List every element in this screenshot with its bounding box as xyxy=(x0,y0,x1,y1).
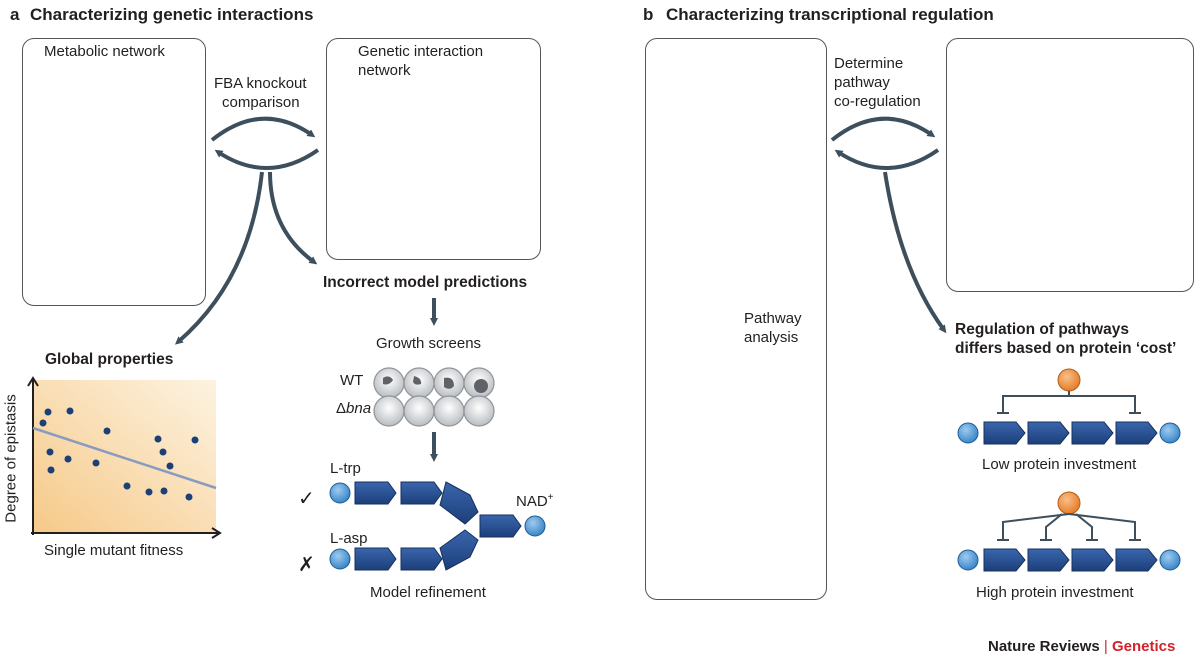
wt-label: WT xyxy=(340,372,364,389)
colony-growth xyxy=(383,376,488,393)
nad-text: NAD xyxy=(516,493,548,510)
panel-a-arrows xyxy=(174,116,438,462)
regulation-line1: Regulation of pathways xyxy=(955,321,1129,338)
low-investment-label: Low protein investment xyxy=(982,456,1137,473)
journal-footer: Nature Reviews | Genetics xyxy=(988,638,1175,655)
model-refinement-label: Model refinement xyxy=(370,584,486,601)
journal-section: Genetics xyxy=(1111,638,1176,655)
bna-text: bna xyxy=(346,400,372,417)
ltrp-label: L-trp xyxy=(330,460,361,477)
regulation-line2: differs based on protein ‘cost’ xyxy=(955,340,1177,357)
gi-label-line2: network xyxy=(358,62,411,79)
pathway-a-nodes xyxy=(329,482,546,570)
determine-line1: Determine xyxy=(834,55,904,72)
check-mark: ✓ xyxy=(298,488,315,510)
pathway-analysis-line2: analysis xyxy=(744,329,799,346)
determine-line3: co-regulation xyxy=(834,93,921,110)
x-axis-label: Single mutant fitness xyxy=(44,542,184,559)
y-axis-label: Degree of epistasis xyxy=(2,394,20,523)
pathway-analysis-line1: Pathway xyxy=(744,310,802,327)
growth-plate xyxy=(373,367,495,427)
panel-a-title: Characterizing genetic interactions xyxy=(30,5,314,24)
pathway-box xyxy=(645,38,827,600)
regulation-box xyxy=(946,38,1194,292)
journal-separator: | xyxy=(1103,638,1108,655)
delta-symbol: Δ xyxy=(336,400,347,417)
cross-mark: ✗ xyxy=(298,554,315,576)
journal-name: Nature Reviews xyxy=(988,638,1100,655)
genetic-interaction-box xyxy=(326,38,541,260)
metabolic-network-label: Metabolic network xyxy=(44,43,165,60)
high-investment-diagram xyxy=(957,491,1181,572)
growth-screens-label: Growth screens xyxy=(376,335,482,352)
delta-bna-label: Δbna xyxy=(336,400,371,417)
panel-b-letter: b xyxy=(643,5,654,24)
panel-a-letter: a xyxy=(10,5,20,24)
global-properties-label: Global properties xyxy=(45,351,174,368)
incorrect-predictions-label: Incorrect model predictions xyxy=(323,274,528,291)
fba-label-line1: FBA knockout xyxy=(214,75,307,92)
high-investment-label: High protein investment xyxy=(976,584,1134,601)
pathway-a xyxy=(354,481,522,571)
gi-label-line1: Genetic interaction xyxy=(358,43,484,60)
low-investment-diagram xyxy=(957,368,1181,445)
nad-label: NAD+ xyxy=(516,492,554,510)
nad-superscript: + xyxy=(547,492,554,503)
metabolic-network-box xyxy=(22,38,206,306)
determine-line2: pathway xyxy=(834,74,890,91)
fba-label-line2: comparison xyxy=(222,94,300,111)
scatter-plot xyxy=(27,376,222,539)
panel-b-title: Characterizing transcriptional regulatio… xyxy=(666,5,994,24)
lasp-label: L-asp xyxy=(330,530,368,547)
